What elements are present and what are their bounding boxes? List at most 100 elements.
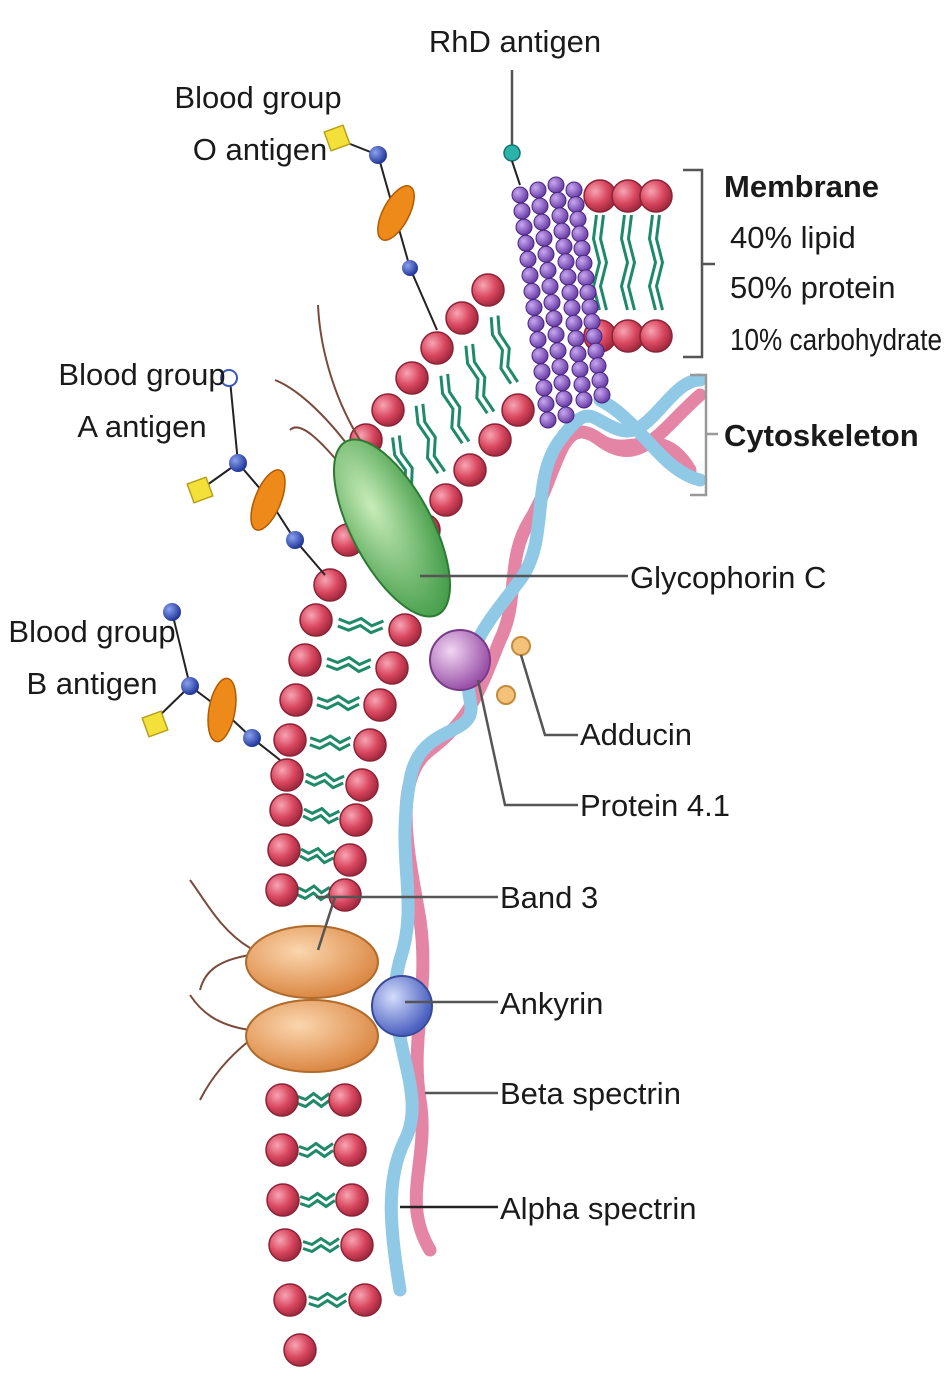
lipid-head — [314, 569, 346, 601]
rhd-bead — [538, 396, 554, 412]
rhd-bead — [552, 359, 568, 375]
rhd-bead — [550, 192, 566, 208]
lipid-head — [376, 652, 408, 684]
rhd-bead — [532, 348, 548, 364]
rhd-bead — [578, 270, 594, 286]
rhd-bead — [556, 238, 572, 254]
rhd-bead — [514, 203, 530, 219]
lipid-head — [280, 684, 312, 716]
lipid-head — [640, 180, 672, 212]
label-blood-group-b-line2: B antigen — [27, 666, 158, 701]
rhd-bead — [538, 246, 554, 262]
lipid-head — [336, 1184, 368, 1216]
rhd-bead — [572, 226, 588, 242]
rhd-bead — [530, 182, 546, 198]
rhd-bead — [574, 241, 590, 257]
lipid-tail — [491, 316, 517, 384]
lipid-tail — [309, 1294, 347, 1307]
lipid-head — [267, 1184, 299, 1216]
lipid-head — [341, 1229, 373, 1261]
rhd-bead — [558, 254, 574, 270]
rhd-bead — [534, 214, 550, 230]
rhd-bead — [554, 375, 570, 391]
rhd-bead — [570, 211, 586, 227]
rhd-bead — [568, 331, 584, 347]
rhd-bead — [552, 208, 568, 224]
label-blood-group-o-line1: Blood group — [174, 80, 341, 115]
lipid-head — [364, 689, 396, 721]
rhd-bead — [586, 328, 602, 344]
label-cytoskeleton: Cytoskeleton — [724, 418, 919, 453]
lipid-tail — [466, 344, 494, 413]
rhd-bead — [536, 380, 552, 396]
label-rhd-antigen: RhD antigen — [429, 24, 601, 59]
lipid-head — [266, 1084, 298, 1116]
rhd-bead — [542, 278, 558, 294]
rhd-bead — [564, 300, 580, 316]
label-alpha-spectrin: Alpha spectrin — [500, 1191, 696, 1226]
rhd-bead — [570, 346, 586, 362]
rhd-bead — [530, 332, 546, 348]
lipid-head — [346, 769, 378, 801]
rhd-bead — [522, 267, 538, 283]
label-blood-group-o-line2: O antigen — [193, 132, 327, 167]
label-membrane-protein: 50% protein — [730, 270, 895, 305]
lipid-tail — [317, 696, 360, 710]
lipid-head — [266, 874, 298, 906]
rhd-bead — [582, 299, 598, 315]
lipid-tail — [326, 658, 370, 672]
rhd-bead — [524, 283, 540, 299]
spectrin-network — [391, 380, 700, 1290]
label-membrane-title: Membrane — [724, 169, 879, 204]
rhd-bead — [512, 187, 528, 203]
rhd-bead — [594, 387, 610, 403]
rhd-bead — [562, 285, 578, 301]
lipid-head — [349, 1284, 381, 1316]
rhd-bead — [548, 327, 564, 343]
rhd-bead — [540, 262, 556, 278]
blood-group-o-antigen-chain — [324, 125, 437, 330]
lipid-tail — [300, 1194, 335, 1207]
rhd-bead — [518, 235, 534, 251]
lipid-tail — [310, 736, 351, 750]
rhd-bead — [588, 343, 604, 359]
lipid-tail — [305, 774, 344, 788]
alpha-spectrin-strand — [391, 380, 700, 1290]
lipid-head — [372, 394, 404, 426]
lipid-tail — [441, 374, 469, 443]
lipid-tail — [299, 1144, 333, 1157]
lipid-tail — [303, 1239, 339, 1252]
lipid-head — [472, 274, 504, 306]
lipid-head — [329, 879, 361, 911]
label-membrane-lipid: 40% lipid — [730, 220, 856, 255]
label-membrane-carbohydrate: 10% carbohydrate — [730, 322, 942, 357]
label-adducin: Adducin — [580, 717, 692, 752]
rhd-bead — [572, 361, 588, 377]
label-ankyrin: Ankyrin — [500, 986, 603, 1021]
rhd-bead — [554, 223, 570, 239]
lipid-head — [340, 804, 372, 836]
band-3 — [190, 880, 378, 1100]
lipid-head — [270, 794, 302, 826]
rhd-bead — [540, 412, 556, 428]
lipid-head — [479, 424, 511, 456]
rhd-bead — [566, 182, 582, 198]
rhd-bead — [584, 314, 600, 330]
rhd-bead — [544, 295, 560, 311]
lipid-head — [274, 724, 306, 756]
lipid-head — [446, 302, 478, 334]
rhd-bead — [528, 316, 544, 332]
lipid-head — [271, 759, 303, 791]
ankyrin — [372, 976, 432, 1036]
rhd-bead — [590, 358, 606, 374]
rhd-bead — [536, 230, 552, 246]
lipid-tail — [622, 215, 635, 310]
label-blood-group-b-line1: Blood group — [8, 614, 175, 649]
rhd-bead — [568, 197, 584, 213]
rhd-protein-cluster — [512, 177, 610, 428]
lipid-head — [274, 1284, 306, 1316]
lipid-head — [421, 332, 453, 364]
label-protein-4-1: Protein 4.1 — [580, 788, 730, 823]
rhd-bead — [548, 177, 564, 193]
